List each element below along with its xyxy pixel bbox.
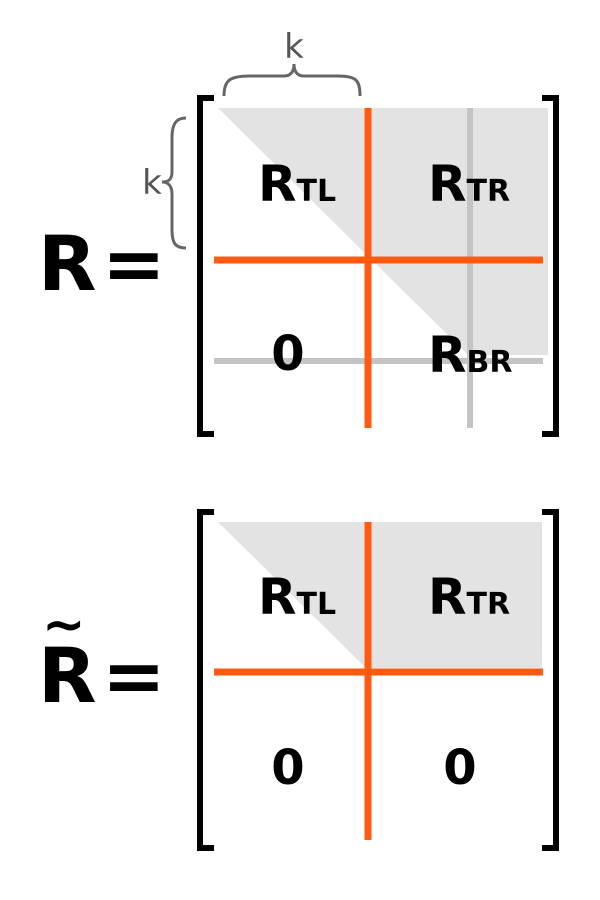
top-right-bracket xyxy=(542,95,559,437)
bottom-left-bracket xyxy=(197,509,214,851)
bottom-cell-bl-label: 0 xyxy=(271,740,304,796)
top-cell-tr-label: RTR xyxy=(428,155,510,213)
top-lhs-symbol: R xyxy=(38,219,97,308)
top-cell-bl-label: 0 xyxy=(271,326,304,382)
top-equals-sign: = xyxy=(102,219,166,308)
top-cell-br-label: RBR xyxy=(428,326,512,384)
bottom-cell-tl-label: RTL xyxy=(258,568,336,626)
top-cell-tl-label: RTL xyxy=(258,155,336,213)
bottom-upper-shade xyxy=(218,522,542,668)
top-vertical-brace xyxy=(161,116,187,250)
bottom-lhs-tilde: ~ xyxy=(42,595,86,655)
top-left-bracket xyxy=(197,95,214,437)
bottom-matrix: ~ R = RTL RTR 0 0 xyxy=(38,509,559,851)
top-diagonal-shade xyxy=(218,108,548,355)
bottom-lhs-symbol: R xyxy=(38,631,97,720)
top-horizontal-brace xyxy=(222,63,362,97)
top-k-label-left: k xyxy=(142,163,162,203)
top-matrix: k k R = RTL RTR 0 RBR xyxy=(38,27,559,437)
top-k-label-top: k xyxy=(284,27,304,67)
bottom-equals-sign: = xyxy=(102,631,166,720)
bottom-cell-tr-label: RTR xyxy=(428,568,510,626)
bottom-right-bracket xyxy=(542,509,559,851)
bottom-cell-br-label: 0 xyxy=(443,740,476,796)
